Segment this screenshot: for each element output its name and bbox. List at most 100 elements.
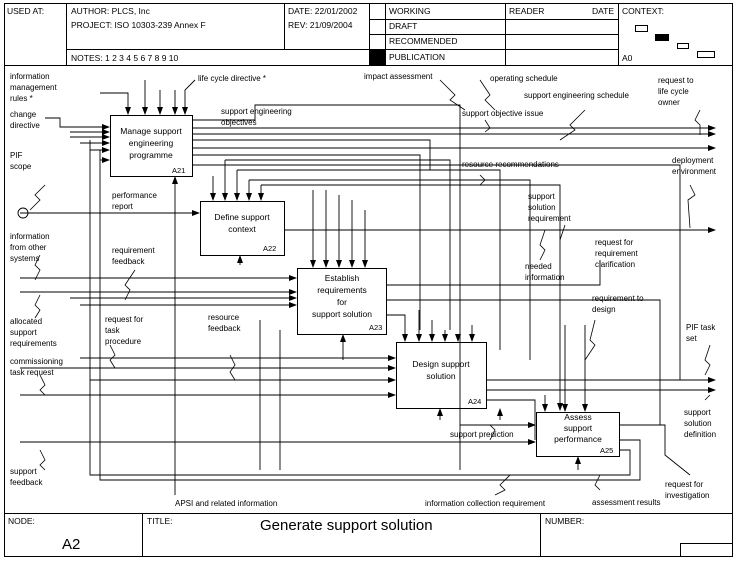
svg-text:rules *: rules *	[10, 94, 33, 103]
rev-field: REV: 21/09/2004	[288, 20, 353, 30]
svg-text:solution: solution	[528, 203, 556, 212]
svg-text:feedback: feedback	[112, 257, 145, 266]
svg-text:resource: resource	[208, 313, 240, 322]
context-node: A0	[622, 53, 633, 63]
svg-text:APSI and related information: APSI and related information	[175, 499, 277, 508]
svg-text:Define support: Define support	[214, 212, 270, 222]
status-publication: PUBLICATION	[389, 52, 445, 62]
svg-text:requirement to: requirement to	[592, 294, 644, 303]
arrow-network	[17, 79, 716, 495]
svg-text:programme: programme	[129, 150, 173, 160]
reader-label: READER	[509, 6, 544, 16]
svg-text:support: support	[528, 192, 555, 201]
svg-text:investigation: investigation	[665, 491, 709, 500]
reader-date-label: DATE	[592, 6, 614, 16]
svg-text:support objective issue: support objective issue	[462, 109, 544, 118]
diagram-title: Generate support solution	[260, 517, 433, 534]
node-label: NODE:	[8, 516, 35, 526]
svg-text:impact assessment: impact assessment	[364, 72, 433, 81]
svg-text:procedure: procedure	[105, 337, 142, 346]
svg-text:support engineering: support engineering	[221, 107, 292, 116]
author-field: AUTHOR: PLCS, Inc	[71, 6, 151, 16]
svg-text:definition: definition	[684, 430, 716, 439]
svg-text:deployment: deployment	[672, 156, 714, 165]
svg-text:support prediction: support prediction	[450, 430, 514, 439]
svg-text:information: information	[10, 72, 50, 81]
svg-text:A22: A22	[263, 244, 276, 253]
status-working: WORKING	[389, 6, 431, 16]
svg-text:Establish: Establish	[325, 273, 360, 283]
status-marker-publication	[370, 50, 385, 65]
svg-text:A23: A23	[369, 323, 382, 332]
svg-text:support: support	[10, 328, 37, 337]
svg-text:Manage support: Manage support	[120, 126, 182, 136]
title-label: TITLE:	[147, 516, 173, 526]
svg-text:life cycle: life cycle	[658, 87, 689, 96]
svg-text:support solution: support solution	[312, 309, 372, 319]
context-label: CONTEXT:	[622, 6, 664, 16]
svg-text:support: support	[684, 408, 711, 417]
svg-text:context: context	[228, 224, 256, 234]
svg-text:resource recommendations: resource recommendations	[462, 160, 559, 169]
svg-text:request for: request for	[105, 315, 144, 324]
svg-text:engineering: engineering	[129, 138, 174, 148]
label-connectors	[29, 79, 711, 496]
svg-text:performance: performance	[554, 434, 602, 444]
svg-text:PIF task: PIF task	[686, 323, 716, 332]
activity-box-a21[interactable]: Manage support engineering programme A21	[110, 115, 193, 177]
svg-text:support engineering schedule: support engineering schedule	[524, 91, 630, 100]
svg-text:request for: request for	[665, 480, 704, 489]
svg-text:requirements: requirements	[317, 285, 367, 295]
svg-text:A21: A21	[172, 166, 185, 175]
svg-text:requirement: requirement	[528, 214, 571, 223]
activity-box-a22[interactable]: Define support context A22	[200, 201, 285, 256]
context-thumbnail	[635, 25, 715, 58]
activity-box-a23[interactable]: Establish requirements for support solut…	[297, 268, 387, 335]
status-draft: DRAFT	[389, 21, 417, 31]
svg-text:life cycle directive *: life cycle directive *	[198, 74, 266, 83]
svg-text:clarification: clarification	[595, 260, 635, 269]
svg-text:objectives: objectives	[221, 118, 257, 127]
svg-text:Assess: Assess	[564, 412, 591, 422]
svg-text:systems: systems	[10, 254, 39, 263]
arrow-labels: information management rules * life cycl…	[10, 72, 717, 508]
node-value: A2	[62, 536, 80, 553]
svg-text:task request: task request	[10, 368, 54, 377]
svg-text:requirements: requirements	[10, 339, 57, 348]
svg-text:PIF: PIF	[10, 151, 23, 160]
svg-text:allocated: allocated	[10, 317, 42, 326]
svg-text:support: support	[564, 423, 593, 433]
svg-text:set: set	[686, 334, 697, 343]
svg-text:directive: directive	[10, 121, 40, 130]
svg-text:requirement: requirement	[112, 246, 155, 255]
svg-text:A24: A24	[468, 397, 481, 406]
svg-text:support: support	[10, 467, 37, 476]
svg-text:Design support: Design support	[412, 359, 470, 369]
number-label: NUMBER:	[545, 516, 584, 526]
svg-text:A25: A25	[600, 446, 613, 455]
svg-text:management: management	[10, 83, 57, 92]
svg-text:solution: solution	[426, 371, 456, 381]
svg-text:information: information	[10, 232, 50, 241]
svg-text:change: change	[10, 110, 37, 119]
svg-text:task: task	[105, 326, 121, 335]
activity-box-a25[interactable]: Assess support performance A25	[536, 412, 620, 457]
svg-text:requirement: requirement	[595, 249, 638, 258]
svg-text:feedback: feedback	[208, 324, 241, 333]
svg-text:feedback: feedback	[10, 478, 43, 487]
svg-text:operating schedule: operating schedule	[490, 74, 558, 83]
svg-text:commissioning: commissioning	[10, 357, 63, 366]
svg-text:needed: needed	[525, 262, 552, 271]
svg-text:report: report	[112, 202, 134, 211]
svg-text:scope: scope	[10, 162, 32, 171]
svg-text:environment: environment	[672, 167, 717, 176]
notes-field: NOTES: 1 2 3 4 5 6 7 8 9 10	[71, 53, 179, 63]
used-at-label: USED AT:	[7, 6, 44, 16]
svg-text:owner: owner	[658, 98, 680, 107]
svg-text:for: for	[337, 297, 347, 307]
activity-box-a24[interactable]: Design support solution A24	[396, 342, 487, 409]
svg-text:request to: request to	[658, 76, 694, 85]
footer-frame	[4, 513, 733, 557]
svg-text:performance: performance	[112, 191, 157, 200]
